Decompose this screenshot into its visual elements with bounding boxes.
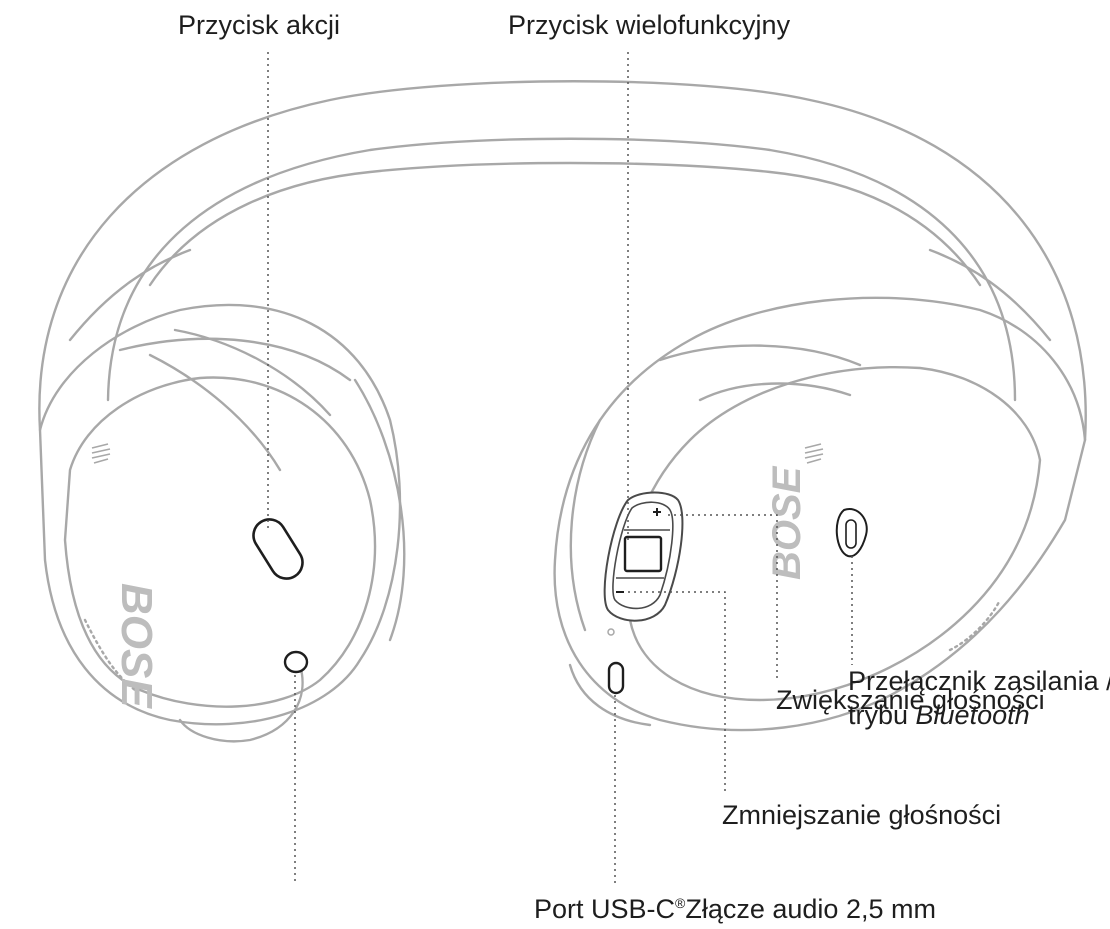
label-power-switch: Przełącznik zasilania / trybu Bluetooth (848, 664, 1110, 732)
right-mic-grille (804, 443, 824, 464)
label-multifunction-button: Przycisk wielofunkcyjny (508, 10, 791, 40)
multifunction-button[interactable] (623, 535, 663, 573)
label-power-switch-line2: trybu Bluetooth (848, 698, 1110, 732)
right-bose-logo: BOSE (765, 465, 809, 580)
leader-volume-up (668, 514, 778, 680)
label-action-button: Przycisk akcji (178, 10, 341, 40)
right-earcup (553, 296, 1087, 732)
leader-lines (267, 52, 853, 885)
label-bottom-connectors: Port USB-C®Złącze audio 2,5 mm (534, 886, 936, 926)
action-button[interactable] (247, 513, 308, 584)
label-volume-up: Zwiększanie głośności (776, 685, 1045, 715)
label-power-switch-prefix: trybu (848, 700, 916, 730)
usb-c-port[interactable] (607, 661, 625, 695)
label-power-switch-line1: Przełącznik zasilania / (848, 666, 1110, 696)
leader-volume-down (628, 591, 726, 795)
label-volume-down: Zmniejszanie głośności (722, 800, 1002, 830)
status-light (607, 628, 615, 636)
audio-jack[interactable] (283, 650, 309, 674)
power-bluetooth-switch[interactable] (835, 508, 868, 558)
headband (38, 80, 1087, 442)
left-earcup (38, 303, 406, 743)
label-usb-c-port: Port USB-C (534, 894, 676, 924)
label-bluetooth: Bluetooth (915, 700, 1030, 730)
registered-mark: ® (675, 895, 686, 911)
volume-up-button[interactable] (653, 508, 661, 516)
left-bose-logo: BOSE (112, 583, 161, 709)
label-audio-jack: Złącze audio 2,5 mm (685, 894, 936, 924)
left-mic-grille (91, 443, 111, 464)
